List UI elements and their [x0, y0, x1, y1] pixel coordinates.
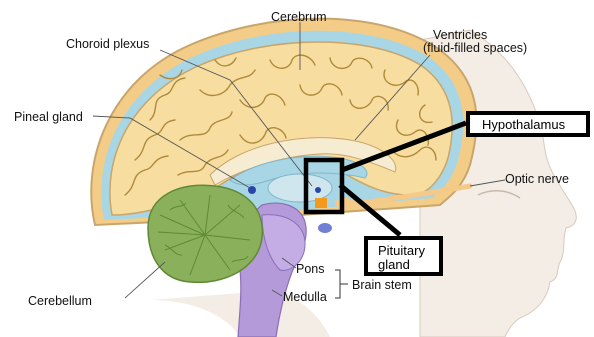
label-cerebellum: Cerebellum: [28, 294, 92, 308]
label-ventricles-sub: (fluid-filled spaces): [423, 41, 527, 55]
label-medulla: Medulla: [283, 290, 327, 304]
choroid-plexus-dot: [315, 187, 321, 193]
brainstem-bracket: [335, 270, 348, 298]
mammillary-body: [318, 223, 332, 233]
label-cerebrum: Cerebrum: [271, 10, 327, 24]
label-choroid-plexus: Choroid plexus: [66, 37, 149, 51]
label-pineal-gland: Pineal gland: [14, 110, 83, 124]
label-pituitary-gland: gland: [378, 258, 439, 272]
label-brain-stem: Brain stem: [352, 278, 412, 292]
label-hypothalamus: Hypothalamus: [482, 117, 565, 132]
label-ventricles: Ventricles: [433, 28, 487, 42]
leader-cerebellum: [125, 262, 165, 298]
thalamus: [268, 174, 332, 202]
label-pons: Pons: [296, 262, 325, 276]
pituitary-gland-shape: [315, 198, 327, 208]
hypothalamus-box: Hypothalamus: [466, 111, 590, 137]
pituitary-box: Pituitary gland: [364, 236, 443, 276]
label-pituitary: Pituitary: [378, 244, 439, 258]
label-optic-nerve: Optic nerve: [505, 172, 569, 186]
